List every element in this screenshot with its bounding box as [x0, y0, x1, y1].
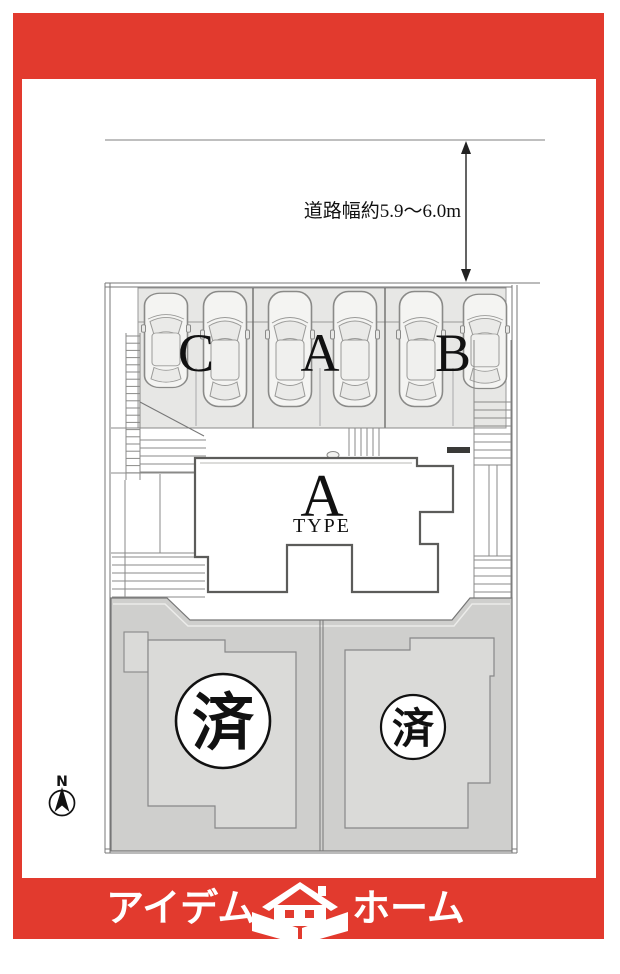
compass-needle-icon — [54, 787, 70, 812]
entrance-steps — [326, 428, 470, 459]
sold-lot-left: 済 — [123, 631, 297, 829]
stall-label-b: B — [435, 323, 471, 383]
left-stairs — [111, 333, 206, 598]
compass-n-label: N — [56, 774, 68, 790]
sold-label-right: 済 — [392, 704, 435, 753]
brand-name-right: ホーム — [352, 886, 465, 930]
sold-circle-right — [379, 693, 447, 761]
road-width-label: 道路幅約5.9～6.0m — [304, 200, 462, 222]
sold-circle-left — [174, 672, 272, 770]
stall-label-a: A — [301, 323, 340, 383]
site-plan: 道路幅約5.9～6.0m C A B — [104, 139, 545, 854]
sold-label-left: 済 — [192, 686, 255, 759]
building-type-letter: A — [300, 463, 343, 529]
sold-lot-right: 済 — [344, 637, 495, 829]
building-a-outline — [193, 456, 455, 594]
brand-footer: アイデム ホーム — [106, 882, 465, 944]
compass: N — [48, 774, 76, 817]
sold-lots: 済 済 — [110, 597, 513, 852]
stall-label-c: C — [178, 323, 214, 383]
building-type-word: TYPE — [293, 515, 351, 537]
road-width-dimension-arrow — [461, 141, 471, 282]
right-stairs — [473, 340, 512, 598]
brand-name-left: アイデム — [106, 886, 255, 930]
building-a: A TYPE — [193, 456, 455, 594]
brand-house-icon — [252, 882, 348, 944]
parking-area: C A B — [111, 287, 511, 429]
